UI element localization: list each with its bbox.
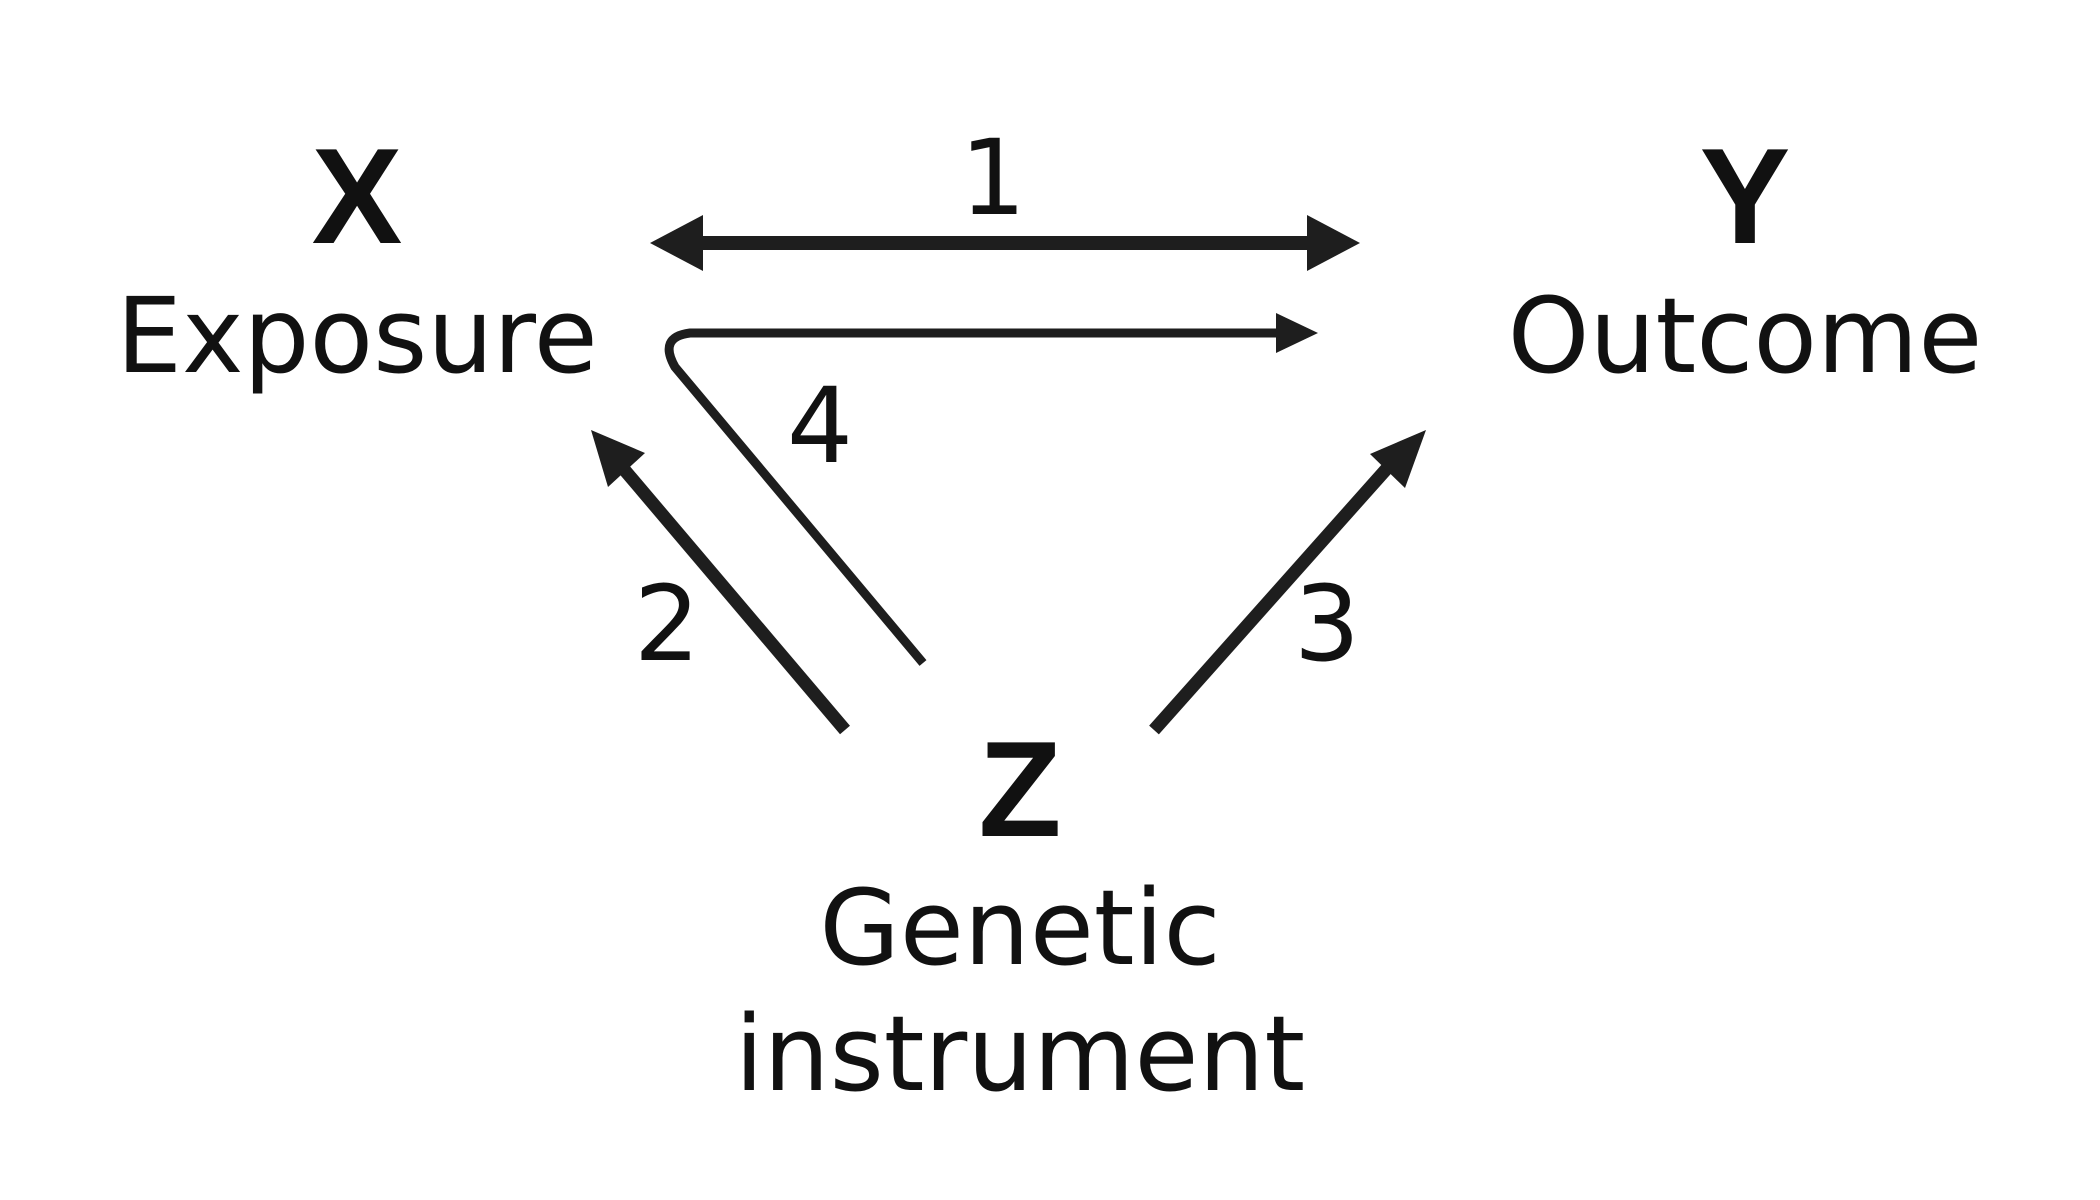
node-x: X Exposure <box>116 120 597 397</box>
node-x-label: Exposure <box>116 275 597 397</box>
path-3-number: 3 <box>1294 563 1360 685</box>
node-x-symbol: X <box>312 120 403 272</box>
node-z: Z Genetic instrument <box>735 713 1305 1115</box>
node-y-symbol: Y <box>1700 120 1791 272</box>
node-y-label: Outcome <box>1508 275 1983 397</box>
path-2-arrowhead <box>591 430 645 487</box>
path-1-number: 1 <box>960 117 1026 239</box>
path-4-arrow: 4 <box>664 313 1318 666</box>
path-1-arrow: 1 <box>650 117 1360 271</box>
path-3-arrow: 3 <box>1149 430 1426 735</box>
node-z-symbol: Z <box>978 713 1061 865</box>
node-z-label-line1: Genetic <box>819 867 1220 989</box>
path-4-arrowhead <box>1276 313 1318 353</box>
path-4-number: 4 <box>787 365 853 487</box>
path-1-left-arrowhead <box>650 215 703 271</box>
path-1-right-arrowhead <box>1307 215 1360 271</box>
node-z-label-line2: instrument <box>735 993 1305 1115</box>
path-2-arrow: 2 <box>591 430 850 735</box>
path-3-arrowhead <box>1370 430 1426 488</box>
path-2-number: 2 <box>634 563 700 685</box>
node-y: Y Outcome <box>1508 120 1983 397</box>
